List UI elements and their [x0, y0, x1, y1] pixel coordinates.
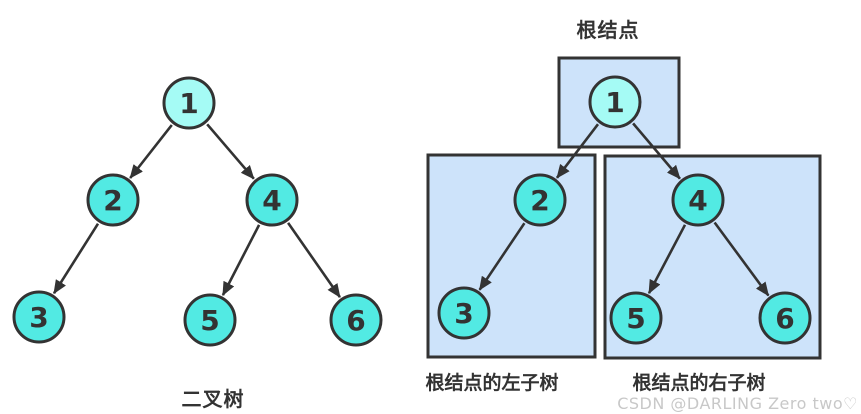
right-node-5: 5	[609, 291, 663, 345]
right-node-2-circle	[513, 173, 567, 227]
left-node-3-label: 3	[29, 301, 48, 334]
right-binary-tree-decomposed: 1 2 4 3 5 6 根结点 根结	[425, 18, 822, 394]
left-node-2: 2	[86, 173, 140, 227]
left-node-4: 4	[245, 173, 299, 227]
right-edge-1-2	[555, 123, 600, 179]
right-node-1: 1	[588, 75, 642, 129]
left-edge-4-6	[287, 222, 341, 298]
left-node-5-circle	[183, 293, 237, 347]
watermark: CSDN @DARLING Zero two♡	[617, 394, 858, 413]
left-edge-2-3	[52, 223, 100, 295]
left-node-6: 6	[329, 293, 383, 347]
right-node-3-label: 3	[454, 297, 473, 330]
left-node-6-label: 6	[346, 304, 365, 337]
right-node-6-label: 6	[775, 302, 794, 335]
left-node-5-label: 5	[200, 304, 219, 337]
left-edge-1-2	[129, 124, 173, 179]
left-node-6-circle	[329, 293, 383, 347]
right-node-5-circle	[609, 291, 663, 345]
right-edge-2-3	[478, 222, 526, 291]
right-edge-1-4	[632, 122, 681, 180]
left-node-2-circle	[86, 173, 140, 227]
right-node-4: 4	[671, 173, 725, 227]
right-node-4-circle	[671, 173, 725, 227]
left-tree-caption: 二叉树	[182, 387, 245, 411]
left-node-3-circle	[12, 290, 66, 344]
left-subtree-label: 根结点的左子树	[425, 371, 558, 394]
left-node-5: 5	[183, 293, 237, 347]
right-node-3-circle	[437, 286, 491, 340]
right-node-6-circle	[758, 291, 812, 345]
right-node-1-circle	[588, 75, 642, 129]
left-node-2-label: 2	[103, 184, 122, 217]
right-node-1-label: 1	[605, 86, 624, 119]
right-node-5-label: 5	[626, 302, 645, 335]
right-node-2-label: 2	[530, 184, 549, 217]
root-label: 根结点	[577, 18, 640, 42]
left-node-4-label: 4	[262, 184, 281, 217]
left-node-4-circle	[245, 173, 299, 227]
right-edge-4-5	[647, 224, 687, 295]
left-binary-tree: 1 2 4 3 5 6 二叉树	[12, 76, 383, 411]
right-node-2: 2	[513, 173, 567, 227]
left-node-1: 1	[162, 76, 216, 130]
right-edge-4-6	[713, 221, 770, 297]
left-node-3: 3	[12, 290, 66, 344]
left-edge-1-4	[206, 123, 255, 180]
right-node-6: 6	[758, 291, 812, 345]
right-subtree-label: 根结点的右子树	[632, 371, 765, 394]
left-node-1-label: 1	[179, 87, 198, 120]
left-node-1-circle	[162, 76, 216, 130]
right-node-4-label: 4	[688, 184, 707, 217]
right-node-3: 3	[437, 286, 491, 340]
left-edge-4-5	[221, 224, 261, 296]
